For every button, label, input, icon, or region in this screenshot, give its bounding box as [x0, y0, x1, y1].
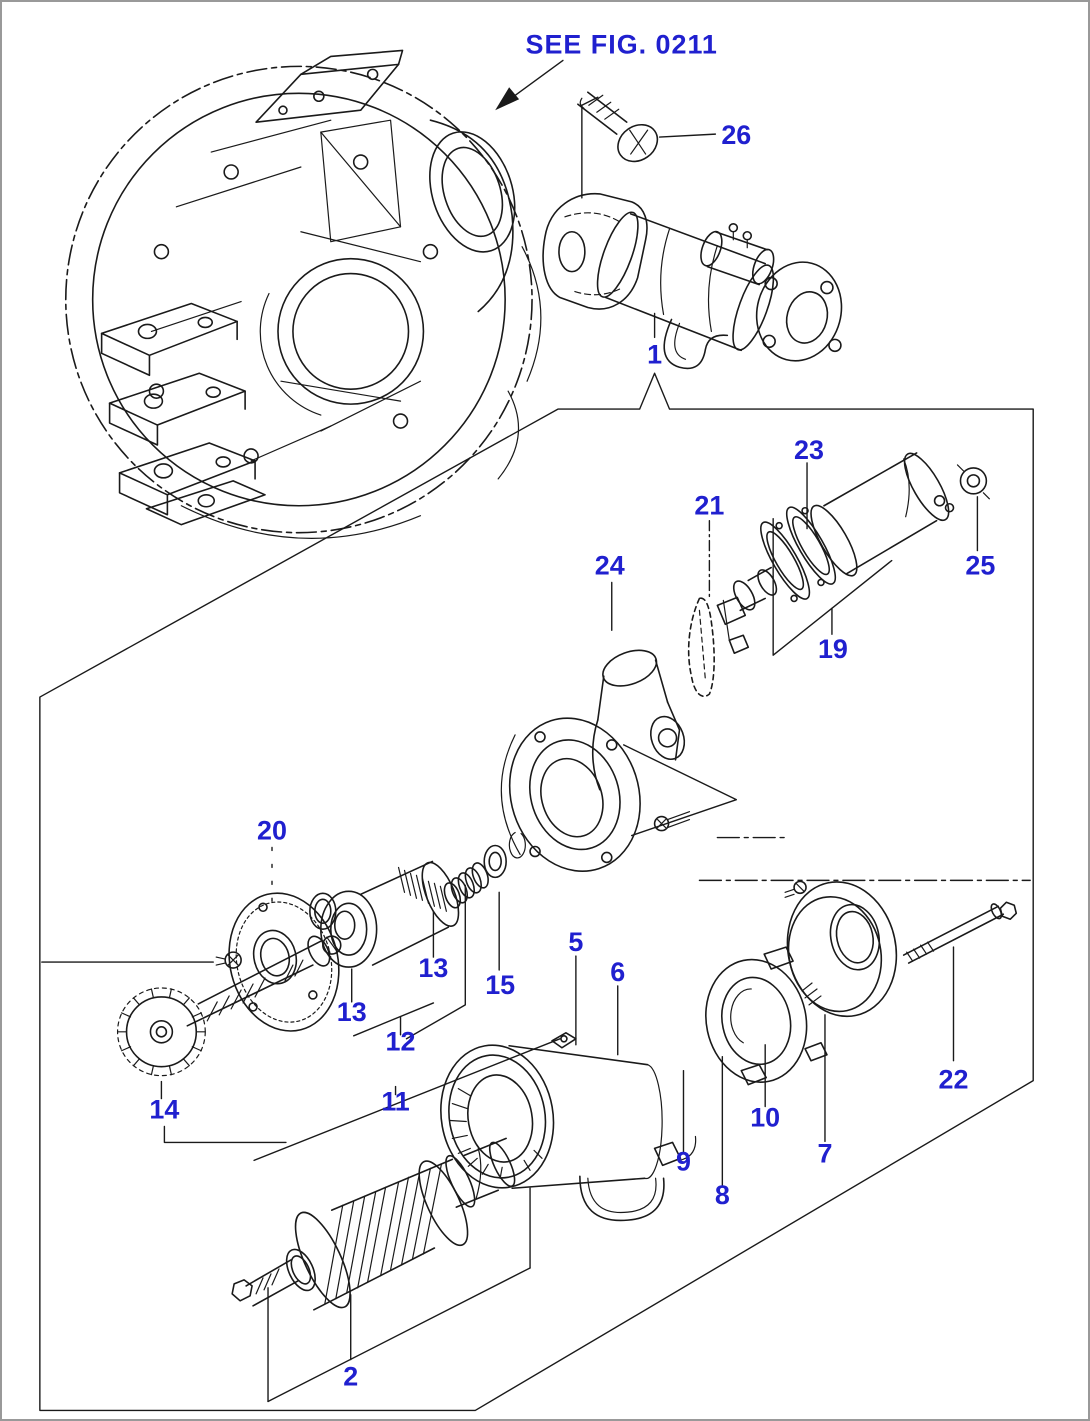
armature [231, 1137, 531, 1403]
part-label-13: 13 [418, 953, 448, 983]
part-label-10: 10 [750, 1102, 780, 1132]
figure-reference: SEE FIG. 0211 [526, 29, 718, 59]
part-label-1: 1 [647, 339, 662, 369]
part-label-25: 25 [965, 551, 995, 581]
part-label-26: 26 [721, 120, 751, 150]
yoke-field-frame [440, 955, 697, 1222]
dust-cover-plate [41, 846, 340, 1032]
part-label-19: 19 [818, 634, 848, 664]
rear-cover-and-bolt [784, 880, 1018, 1143]
flywheel-housing [64, 49, 542, 539]
part-label-5: 5 [568, 927, 583, 957]
part-label-7: 7 [817, 1138, 832, 1168]
pinion-gear [116, 935, 342, 1144]
part-label-24: 24 [595, 551, 625, 581]
part-label-11: 11 [381, 1087, 409, 1117]
magnetic-switch-group [687, 452, 990, 698]
part-label-9: 9 [676, 1146, 691, 1176]
starter-motor-assembly [542, 193, 843, 370]
mounting-bolt-26 [577, 91, 717, 199]
exploded-view-boundary [39, 372, 1034, 1412]
reference-arrow [495, 59, 564, 111]
gear-housing [500, 581, 1031, 882]
part-label-8: 8 [715, 1180, 730, 1210]
part-label-14: 14 [149, 1094, 179, 1124]
part-callout-labels: 26 1 23 21 24 25 19 20 56 13 15 13 12 11 14 22 10 7 98 2 [149, 120, 995, 1391]
part-label-21: 21 [694, 491, 724, 521]
part-label-20: 20 [257, 816, 287, 846]
part-label-6: 6 [610, 957, 625, 987]
part-label-15: 15 [485, 970, 515, 1000]
brush-holder [682, 946, 828, 1187]
part-label-22: 22 [939, 1065, 969, 1095]
part-label-13-2: 13 [337, 997, 367, 1027]
part-label-23: 23 [794, 435, 824, 465]
part-label-2: 2 [343, 1362, 358, 1392]
part-label-12: 12 [386, 1027, 416, 1057]
